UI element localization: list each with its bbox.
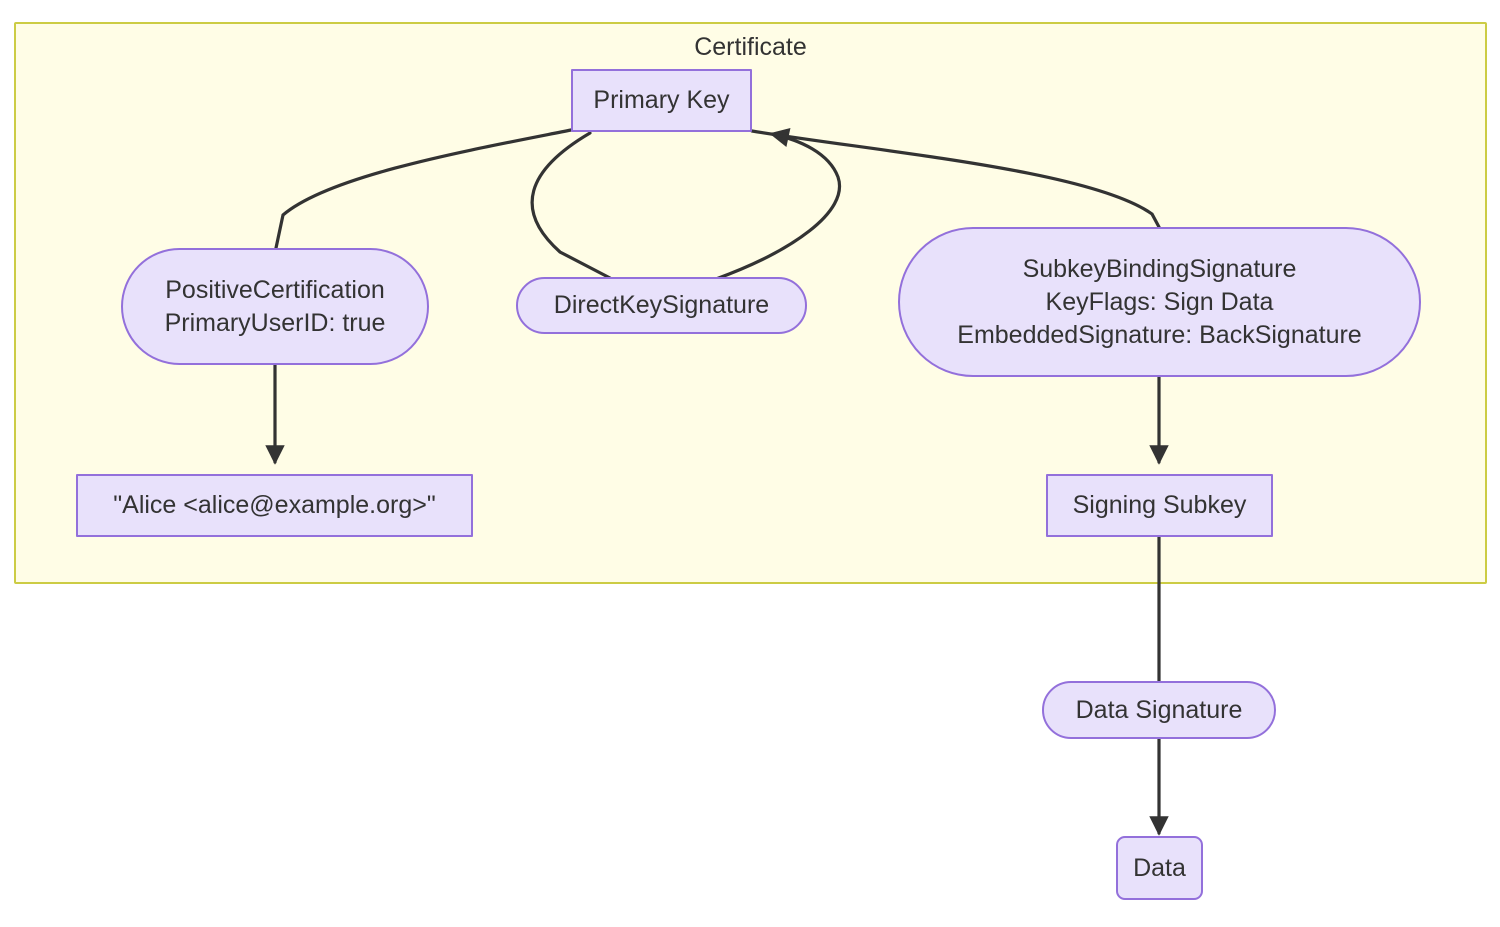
node-subkey-binding-signature-label: SubkeyBindingSignature KeyFlags: Sign Da…	[957, 254, 1362, 349]
node-alice-uid-label: "Alice <alice@example.org>"	[113, 491, 436, 519]
node-signing-subkey-label: Signing Subkey	[1072, 491, 1247, 519]
node-data-signature-label: Data Signature	[1075, 695, 1243, 724]
node-primary-key[interactable]: Primary Key	[571, 69, 752, 132]
node-data-signature[interactable]: Data Signature	[1042, 681, 1276, 739]
node-positive-certification[interactable]: PositiveCertification PrimaryUserID: tru…	[121, 248, 429, 365]
node-direct-key-signature-label: DirectKeySignature	[553, 291, 770, 319]
node-primary-key-label: Primary Key	[593, 86, 730, 114]
node-data-label: Data	[1133, 853, 1186, 882]
subgraph-certificate-title: Certificate	[694, 33, 807, 61]
node-positive-certification-label: PositiveCertification PrimaryUserID: tru…	[164, 275, 386, 337]
node-subkey-binding-signature[interactable]: SubkeyBindingSignature KeyFlags: Sign Da…	[898, 227, 1421, 377]
node-data[interactable]: Data	[1116, 836, 1203, 900]
node-direct-key-signature[interactable]: DirectKeySignature	[516, 277, 807, 334]
node-signing-subkey[interactable]: Signing Subkey	[1046, 474, 1273, 537]
node-alice-uid[interactable]: "Alice <alice@example.org>"	[76, 474, 473, 537]
